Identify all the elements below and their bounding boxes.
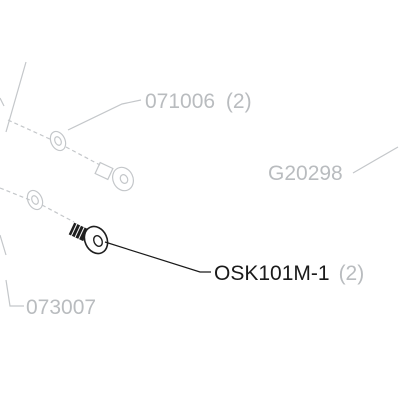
frame-edge-upper — [5, 61, 27, 133]
leader-g20298 — [352, 146, 399, 174]
frame-outline — [0, 61, 27, 256]
leader-lines — [5, 99, 399, 307]
leader-073007 — [5, 279, 24, 307]
part-number: OSK101M-1 — [214, 262, 330, 285]
callout-071006: 071006 (2) — [145, 90, 252, 113]
callout-g20298: G20298 — [268, 162, 343, 185]
screw-upper — [94, 161, 134, 192]
assembly-axis-lines — [0, 119, 101, 223]
part-number: G20298 — [268, 162, 343, 185]
frame-edge-lower — [0, 234, 7, 256]
frame-edge-left — [0, 97, 5, 107]
washer-upper — [49, 130, 67, 152]
part-number: 071006 — [145, 90, 215, 113]
part-number: 073007 — [26, 296, 96, 319]
washer-lower — [26, 189, 44, 211]
callout-osk101m-1: OSK101M-1 (2) — [214, 262, 364, 285]
quantity: (2) — [226, 90, 252, 113]
quantity: (2) — [339, 262, 365, 285]
callout-073007: 073007 — [26, 296, 96, 319]
leader-osk101m-1 — [104, 241, 211, 273]
screw-osk101m-1 — [68, 222, 109, 255]
leader-071006 — [67, 99, 142, 131]
